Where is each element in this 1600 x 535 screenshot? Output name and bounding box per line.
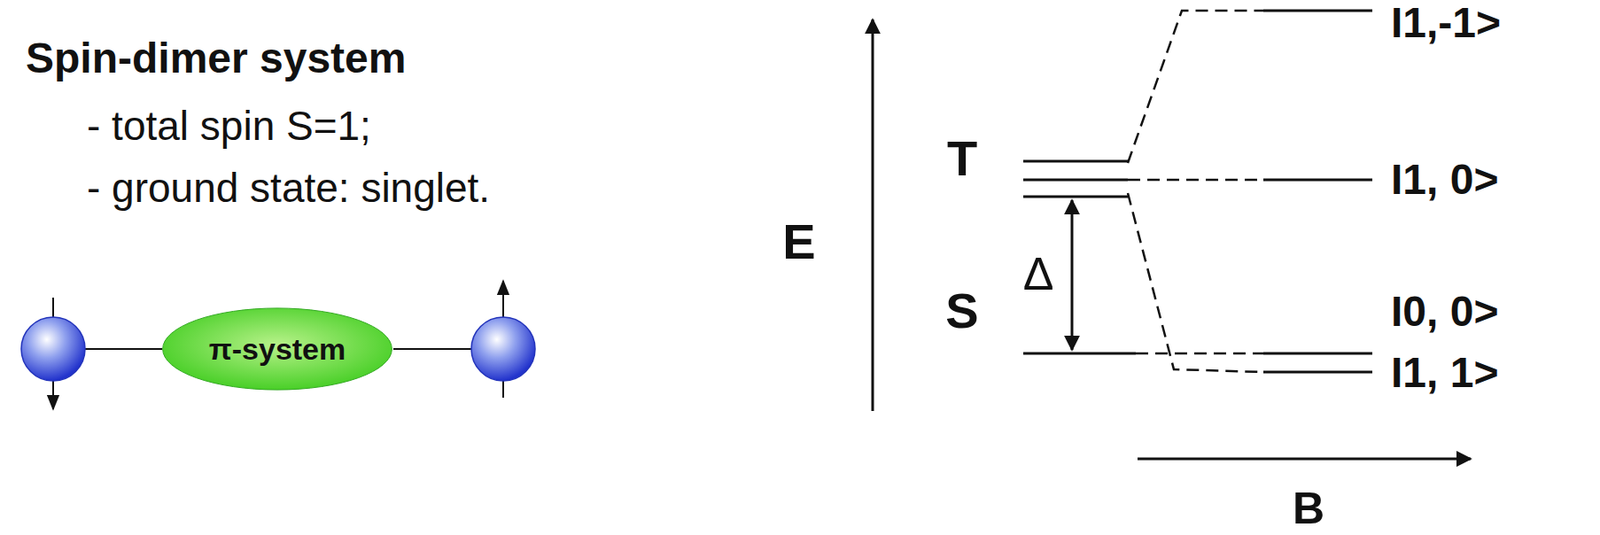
ket-label: I1,-1> xyxy=(1390,1,1501,45)
ket-label: I0, 0> xyxy=(1390,290,1499,334)
state-label: S xyxy=(945,286,979,336)
singlet-level xyxy=(1023,352,1136,356)
axis-label: E xyxy=(782,217,816,267)
ket-label: I1, 1> xyxy=(1390,351,1499,395)
correlation-lines xyxy=(1127,10,1264,373)
node-text: π-system xyxy=(209,333,347,365)
state-label: T xyxy=(947,133,978,184)
spin-right xyxy=(471,280,536,398)
triplet-levels xyxy=(1023,161,1128,197)
diagram-title: Spin-dimer system xyxy=(25,37,406,80)
axis-label: B xyxy=(1292,486,1325,531)
property-note: - ground state: singlet. xyxy=(86,167,490,209)
ket-label: I1, 0> xyxy=(1390,158,1499,202)
spin-left xyxy=(21,297,86,410)
zeeman-levels xyxy=(1263,10,1373,373)
property-note: - total spin S=1; xyxy=(86,105,372,147)
field-axis xyxy=(1137,458,1471,461)
pi-system-ellipse: π-system xyxy=(160,306,395,392)
energy-axis xyxy=(871,19,875,412)
gap-label: Δ xyxy=(1023,250,1055,297)
gap-arrow xyxy=(1071,200,1074,350)
